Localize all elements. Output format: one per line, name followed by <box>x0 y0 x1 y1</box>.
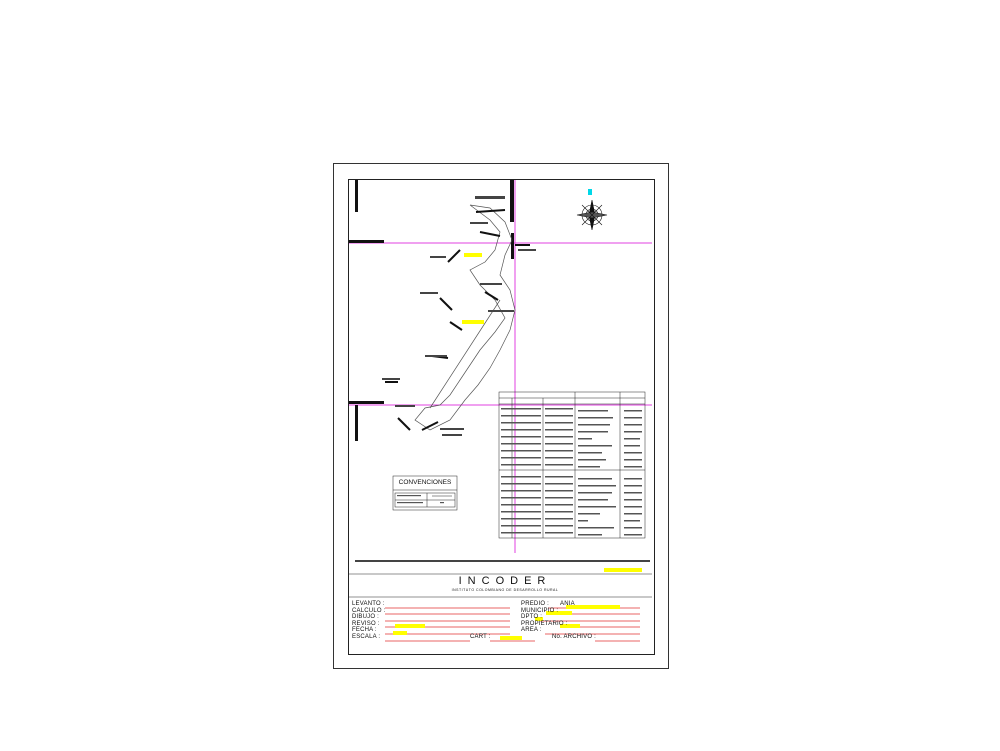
boundary-segment <box>447 249 461 263</box>
legend-entry <box>397 495 421 497</box>
survey-line <box>429 299 501 409</box>
label-mark <box>518 249 536 251</box>
boundary-segment <box>479 231 501 237</box>
note-line <box>355 560 650 562</box>
label-mark <box>420 292 438 294</box>
label-mark <box>475 196 505 199</box>
yellow-highlight <box>395 624 425 628</box>
label-mark <box>470 222 488 224</box>
yellow-highlight <box>462 320 484 324</box>
predio-value: ANIA <box>560 601 575 607</box>
boundary-segment <box>397 417 411 431</box>
label-mark <box>430 256 446 258</box>
brand-subtitle: INSTITUTO COLOMBIANO DE DESARROLLO RURAL <box>451 588 559 592</box>
table-rows <box>501 408 642 536</box>
field-label-dibujo: DIBUJO : <box>352 614 379 620</box>
boundary-segment <box>484 291 499 301</box>
title-block <box>349 573 652 598</box>
north-arrow-icon <box>576 199 608 231</box>
corner-bar <box>349 401 384 404</box>
label-mark <box>488 310 514 312</box>
corner-bar <box>355 180 358 212</box>
label-mark <box>382 378 400 380</box>
drawing-frame <box>348 179 655 655</box>
yellow-highlight <box>546 611 572 615</box>
yellow-highlight <box>535 617 543 621</box>
field-label-levanto: LEVANTO : <box>352 601 385 607</box>
corner-bar <box>355 405 358 441</box>
yellow-highlight <box>464 253 482 257</box>
corner-bar <box>349 240 384 243</box>
yellow-highlight <box>393 631 407 635</box>
field-label-area: AREA : <box>521 627 542 633</box>
field-label-fecha: FECHA : <box>352 627 377 633</box>
cyan-marker <box>588 189 592 195</box>
boundary-segment <box>439 297 453 311</box>
yellow-highlight <box>560 624 580 628</box>
field-label-municipio: MUNICIPIO : <box>521 608 559 614</box>
label-mark <box>425 355 447 357</box>
field-label-escala: ESCALA : <box>352 634 381 640</box>
corner-bar <box>511 233 514 259</box>
yellow-highlight <box>604 568 642 572</box>
legend-box <box>392 475 458 511</box>
yellow-highlight <box>566 605 620 609</box>
boundary-segment <box>421 421 439 431</box>
legend-entry <box>440 502 444 504</box>
field-label-dpto: DPTO : <box>521 614 543 620</box>
field-label-propietario: PROPIETARIO : <box>521 621 568 627</box>
label-mark <box>480 283 502 285</box>
legend-title: CONVENCIONES <box>398 479 452 486</box>
corner-bar <box>510 180 514 222</box>
boundary-segment <box>449 321 463 331</box>
field-label-calculo: CALCULO : <box>352 608 386 614</box>
field-label-predio: PREDIO : <box>521 601 549 607</box>
coordinates-table <box>498 391 646 539</box>
archivo-label: No. ARCHIVO : <box>552 634 596 640</box>
brand-title: INCODER <box>458 575 552 587</box>
cart-label: CART : <box>470 634 491 640</box>
boundary-segment <box>475 209 506 213</box>
yellow-highlight <box>500 636 522 640</box>
parcel-boundary <box>414 204 516 431</box>
legend-entry <box>397 502 423 504</box>
label-mark <box>442 434 462 436</box>
label-mark <box>440 428 464 430</box>
field-label-reviso: REVISO : <box>352 621 380 627</box>
label-mark <box>395 405 415 407</box>
